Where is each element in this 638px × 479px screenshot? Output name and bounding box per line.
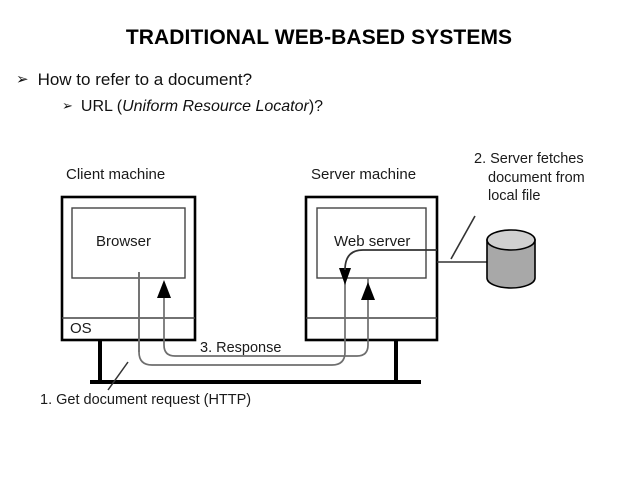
client-os-strip-label: OS bbox=[70, 320, 92, 337]
web-server-inner-box bbox=[316, 207, 427, 279]
server-machine-caption: Server machine bbox=[311, 166, 417, 183]
client-machine-group bbox=[60, 195, 197, 382]
page-title: TRADITIONAL WEB-BASED SYSTEMS bbox=[125, 26, 513, 49]
bullet-level-1-label: How to refer to a document? bbox=[37, 70, 253, 89]
local-file-cylinder-group bbox=[437, 215, 536, 289]
bullet-level-1: ➢ How to refer to a document? bbox=[16, 70, 252, 90]
flow-get-request-group bbox=[107, 249, 437, 391]
arrow-bullet-icon: ➢ bbox=[62, 98, 73, 113]
step-2-annotation: 2. Server fetches document from local fi… bbox=[474, 150, 585, 206]
response-arrowhead-client bbox=[157, 280, 171, 298]
web-server-box-label: Web server bbox=[334, 233, 411, 250]
response-arrowhead-server bbox=[361, 282, 375, 300]
step-2-line-1: 2. Server fetches bbox=[474, 151, 584, 167]
browser-box-label: Browser bbox=[96, 233, 152, 250]
server-machine-group bbox=[304, 195, 439, 382]
architecture-diagram: Client machine Server machine Browser We… bbox=[0, 140, 638, 430]
step-2-leader-line bbox=[450, 215, 476, 260]
step-1-annotation: 1. Get document request (HTTP) bbox=[40, 392, 252, 408]
arrow-bullet-icon: ➢ bbox=[16, 71, 29, 88]
get-request-path bbox=[138, 272, 346, 366]
bullet-level-2-label: URL (Uniform Resource Locator)? bbox=[81, 98, 323, 116]
client-machine-caption: Client machine bbox=[66, 166, 166, 183]
flow-response-group bbox=[157, 278, 375, 357]
url-text-before: URL ( bbox=[80, 98, 123, 115]
step-3-annotation: 3. Response bbox=[200, 340, 282, 356]
step-2-line-2: document from bbox=[488, 169, 585, 186]
url-expansion-italic: Uniform Resource Locator bbox=[122, 98, 309, 115]
get-request-arrowhead bbox=[339, 268, 351, 285]
browser-inner-box bbox=[71, 207, 186, 279]
get-request-server-entry bbox=[344, 249, 437, 271]
response-path bbox=[163, 278, 369, 357]
bullet-level-2: ➢ URL (Uniform Resource Locator)? bbox=[62, 98, 323, 116]
step-1-leader-line bbox=[107, 361, 129, 391]
url-text-after: )? bbox=[308, 98, 324, 115]
diagram-vector-layer bbox=[60, 195, 536, 391]
cylinder-top bbox=[486, 229, 536, 251]
step-2-line-3: local file bbox=[488, 188, 541, 205]
cylinder-body bbox=[486, 239, 536, 289]
